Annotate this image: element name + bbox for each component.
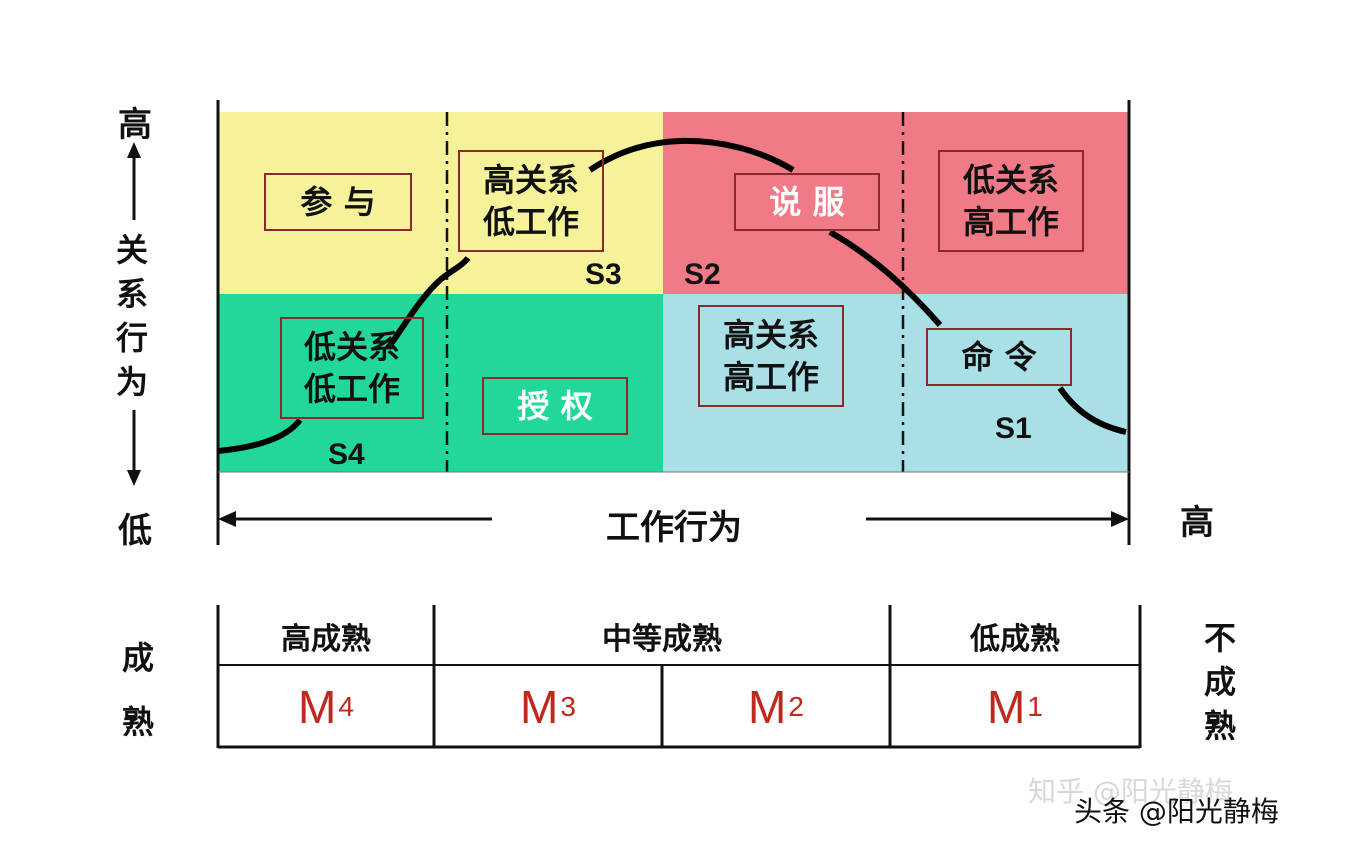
- box-high-relation-high-task: 高关系 高工作: [698, 305, 844, 407]
- quadrant-s4-background: [218, 294, 663, 472]
- relation-axis-label: 关 系 行 为: [115, 231, 148, 401]
- style-box-participating: 参 与: [264, 173, 412, 231]
- quadrant-s2-background: [663, 112, 1129, 294]
- style-box-selling: 说 服: [734, 173, 880, 231]
- watermark-faded: 知乎 @阳光静梅: [1028, 775, 1233, 808]
- quadrant-s1-label: S1: [995, 412, 1032, 445]
- style-box-telling: 命 令: [926, 328, 1072, 386]
- quadrant-s1-background: [663, 294, 1129, 472]
- maturity-header-high: 高成熟: [281, 622, 371, 657]
- box-low-relation-low-task: 低关系 低工作: [280, 317, 424, 419]
- watermark-main: 头条 @阳光静梅: [1074, 795, 1279, 828]
- quadrant-s2-label: S2: [684, 258, 721, 291]
- task-axis-high: 高: [1180, 503, 1214, 543]
- maturity-left-label: 成 熟: [121, 639, 154, 741]
- task-axis-label: 工作行为: [606, 508, 742, 548]
- relation-axis-low: 低: [118, 511, 152, 551]
- quadrant-s4-label: S4: [328, 438, 365, 471]
- maturity-header-low: 低成熟: [970, 622, 1060, 657]
- maturity-right-label: 不 成 熟: [1203, 619, 1236, 745]
- quadrant-s3-background: [218, 112, 663, 294]
- quadrant-s3-label: S3: [585, 258, 622, 291]
- box-low-relation-high-task: 低关系 高工作: [938, 150, 1084, 252]
- maturity-header-medium: 中等成熟: [602, 622, 722, 657]
- relation-axis-high: 高: [118, 105, 152, 145]
- style-box-delegating: 授 权: [482, 377, 628, 435]
- box-high-relation-low-task: 高关系 低工作: [458, 150, 604, 252]
